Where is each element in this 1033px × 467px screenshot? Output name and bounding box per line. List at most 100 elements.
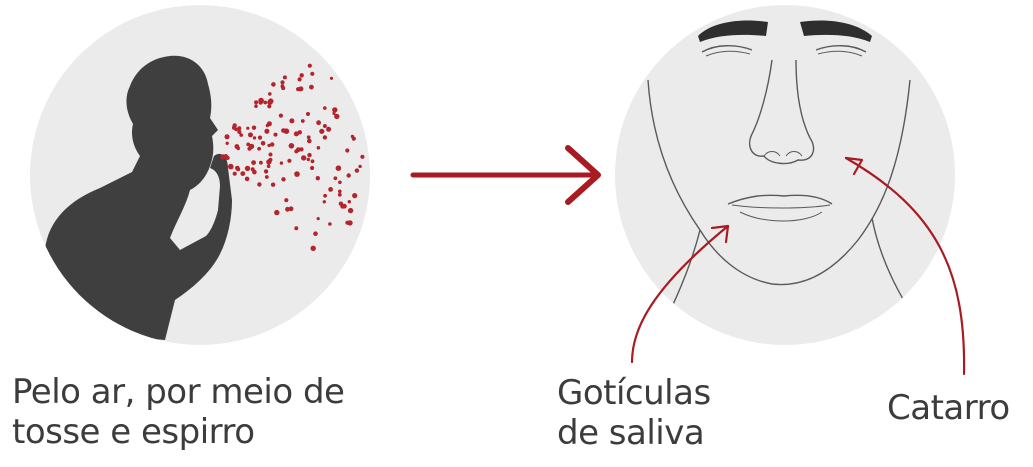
droplet — [264, 129, 269, 134]
droplet — [264, 175, 269, 179]
droplet — [248, 132, 253, 138]
droplet — [267, 143, 271, 148]
caption-line-1: Pelo ar, por meio de — [12, 372, 345, 412]
droplet — [225, 155, 230, 160]
right-eye — [815, 45, 867, 53]
droplet — [323, 106, 327, 110]
droplet — [347, 220, 353, 226]
droplet — [270, 142, 275, 147]
right-background-circle — [615, 5, 955, 345]
droplet — [266, 159, 272, 165]
droplet — [301, 155, 307, 161]
goticulas-label-line-2: de saliva — [557, 413, 705, 453]
droplet — [299, 73, 304, 78]
droplet-spray — [220, 63, 365, 251]
droplet — [281, 86, 286, 91]
droplet — [338, 189, 342, 194]
droplet — [313, 231, 318, 236]
droplet — [278, 113, 283, 118]
droplet — [244, 176, 250, 182]
droplet — [332, 111, 336, 115]
coughing-person-silhouette — [40, 55, 232, 340]
droplet — [322, 124, 327, 128]
droplet — [328, 187, 333, 192]
droplet — [232, 123, 237, 128]
droplet — [329, 76, 334, 80]
droplet — [350, 134, 355, 139]
droplet — [251, 160, 256, 166]
droplet — [267, 104, 272, 109]
mouth — [727, 194, 833, 205]
droplet — [296, 87, 301, 92]
right-panel — [615, 5, 955, 345]
droplet — [228, 163, 234, 170]
droplet — [244, 165, 251, 172]
droplet — [316, 120, 321, 126]
droplet — [266, 164, 271, 168]
droplet — [309, 84, 314, 90]
droplet — [258, 97, 264, 104]
left-panel — [30, 5, 370, 345]
droplet — [268, 92, 272, 96]
droplet — [240, 171, 246, 177]
droplet — [300, 119, 305, 123]
droplet — [251, 125, 257, 130]
droplet — [310, 245, 316, 251]
right-eyebrow — [800, 20, 872, 42]
face-outline — [647, 79, 911, 286]
droplet — [252, 136, 257, 140]
droplet — [237, 126, 242, 131]
droplet — [347, 207, 354, 214]
droplet — [326, 126, 332, 132]
droplet — [270, 182, 276, 187]
droplet — [332, 107, 338, 113]
droplet — [259, 160, 263, 165]
droplet — [345, 148, 350, 153]
droplet — [225, 141, 229, 145]
left-eyebrow — [698, 20, 768, 42]
droplet — [273, 132, 278, 137]
droplet — [297, 77, 302, 82]
droplet — [319, 128, 325, 134]
droplet — [246, 126, 250, 130]
droplet — [265, 123, 270, 128]
droplet — [274, 209, 280, 216]
catarro-label: Catarro — [887, 388, 1010, 428]
droplet — [306, 135, 311, 140]
droplet — [310, 71, 315, 76]
droplet — [232, 171, 237, 176]
droplet — [328, 222, 332, 226]
droplet — [323, 193, 327, 198]
droplet — [337, 192, 342, 197]
droplet — [282, 75, 287, 80]
droplet — [306, 112, 310, 116]
droplet — [287, 158, 292, 163]
right-arrow-icon — [410, 145, 601, 205]
droplet — [257, 146, 261, 151]
droplet — [316, 146, 321, 150]
droplet — [307, 138, 312, 144]
caption-line-2: tosse e espirro — [12, 412, 255, 452]
droplet — [358, 164, 362, 169]
droplet — [247, 146, 252, 151]
droplet — [293, 131, 299, 137]
droplet — [285, 206, 290, 212]
droplet — [307, 63, 312, 68]
catarro-pointer — [844, 156, 966, 376]
droplet — [257, 135, 263, 140]
droplet — [315, 176, 320, 181]
droplet — [271, 82, 276, 87]
droplet — [288, 206, 294, 212]
droplet — [263, 169, 269, 174]
droplet — [306, 157, 310, 162]
droplet — [283, 128, 290, 134]
goticulas-label-line-1: Gotículas — [557, 373, 711, 413]
droplet — [307, 152, 312, 158]
droplet — [294, 226, 299, 231]
droplet — [294, 149, 299, 154]
transmission-caption: Pelo ar, por meio de tosse e espirro — [12, 372, 345, 452]
droplet — [263, 100, 268, 105]
droplet — [254, 100, 259, 105]
droplet — [239, 133, 243, 137]
